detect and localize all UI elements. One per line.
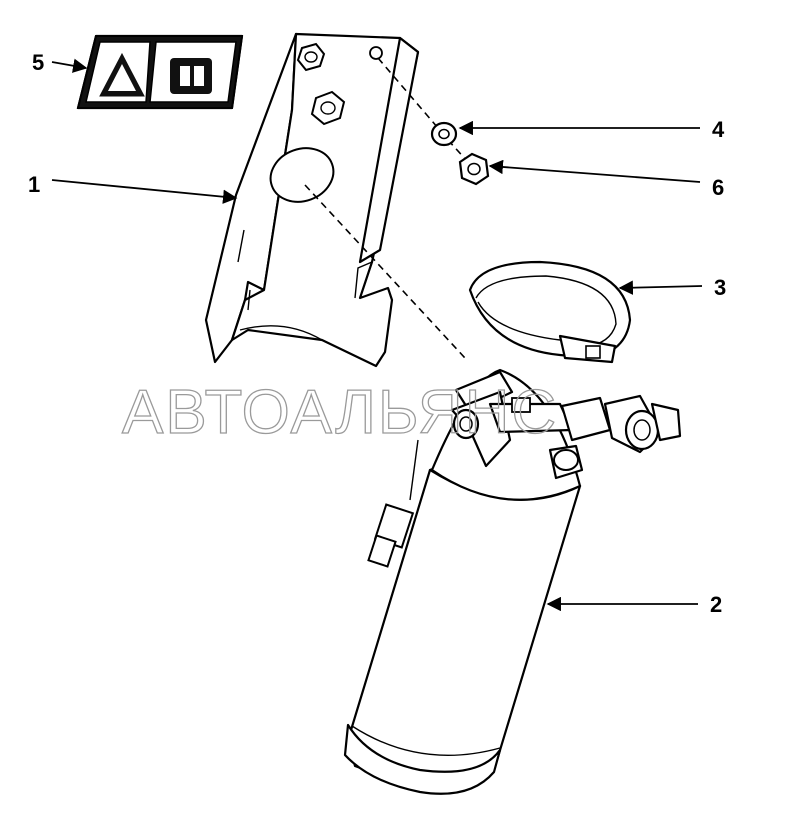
svg-text:4: 4 xyxy=(712,117,725,142)
nut xyxy=(458,152,490,186)
callout-3: 3 xyxy=(618,275,726,300)
bracket-hole xyxy=(369,46,383,60)
svg-text:1: 1 xyxy=(28,172,40,197)
callout-5: 5 xyxy=(32,50,88,75)
bracket-bolt-top xyxy=(296,42,326,72)
callout-1: 1 xyxy=(28,172,238,204)
bracket xyxy=(204,32,420,368)
receiver-drier xyxy=(343,368,682,795)
warning-label xyxy=(76,34,244,110)
svg-text:5: 5 xyxy=(32,50,44,75)
bracket-opening xyxy=(269,147,335,203)
callout-6: 6 xyxy=(488,159,724,200)
svg-text:2: 2 xyxy=(710,592,722,617)
svg-text:3: 3 xyxy=(714,275,726,300)
clamp xyxy=(468,260,632,364)
drier-port-lower xyxy=(548,444,584,480)
svg-text:6: 6 xyxy=(712,175,724,200)
bracket-bolt-middle xyxy=(310,90,346,126)
washer xyxy=(430,121,458,147)
watermark: АВТОАЛЬЯНС xyxy=(122,378,558,447)
drier-fitting-right xyxy=(560,394,682,454)
callout-4: 4 xyxy=(458,117,725,142)
manual-book-icon xyxy=(170,58,212,94)
alignment-line-fastener xyxy=(377,57,439,129)
alignment-line-drier xyxy=(304,184,466,359)
callout-2: 2 xyxy=(546,592,722,617)
